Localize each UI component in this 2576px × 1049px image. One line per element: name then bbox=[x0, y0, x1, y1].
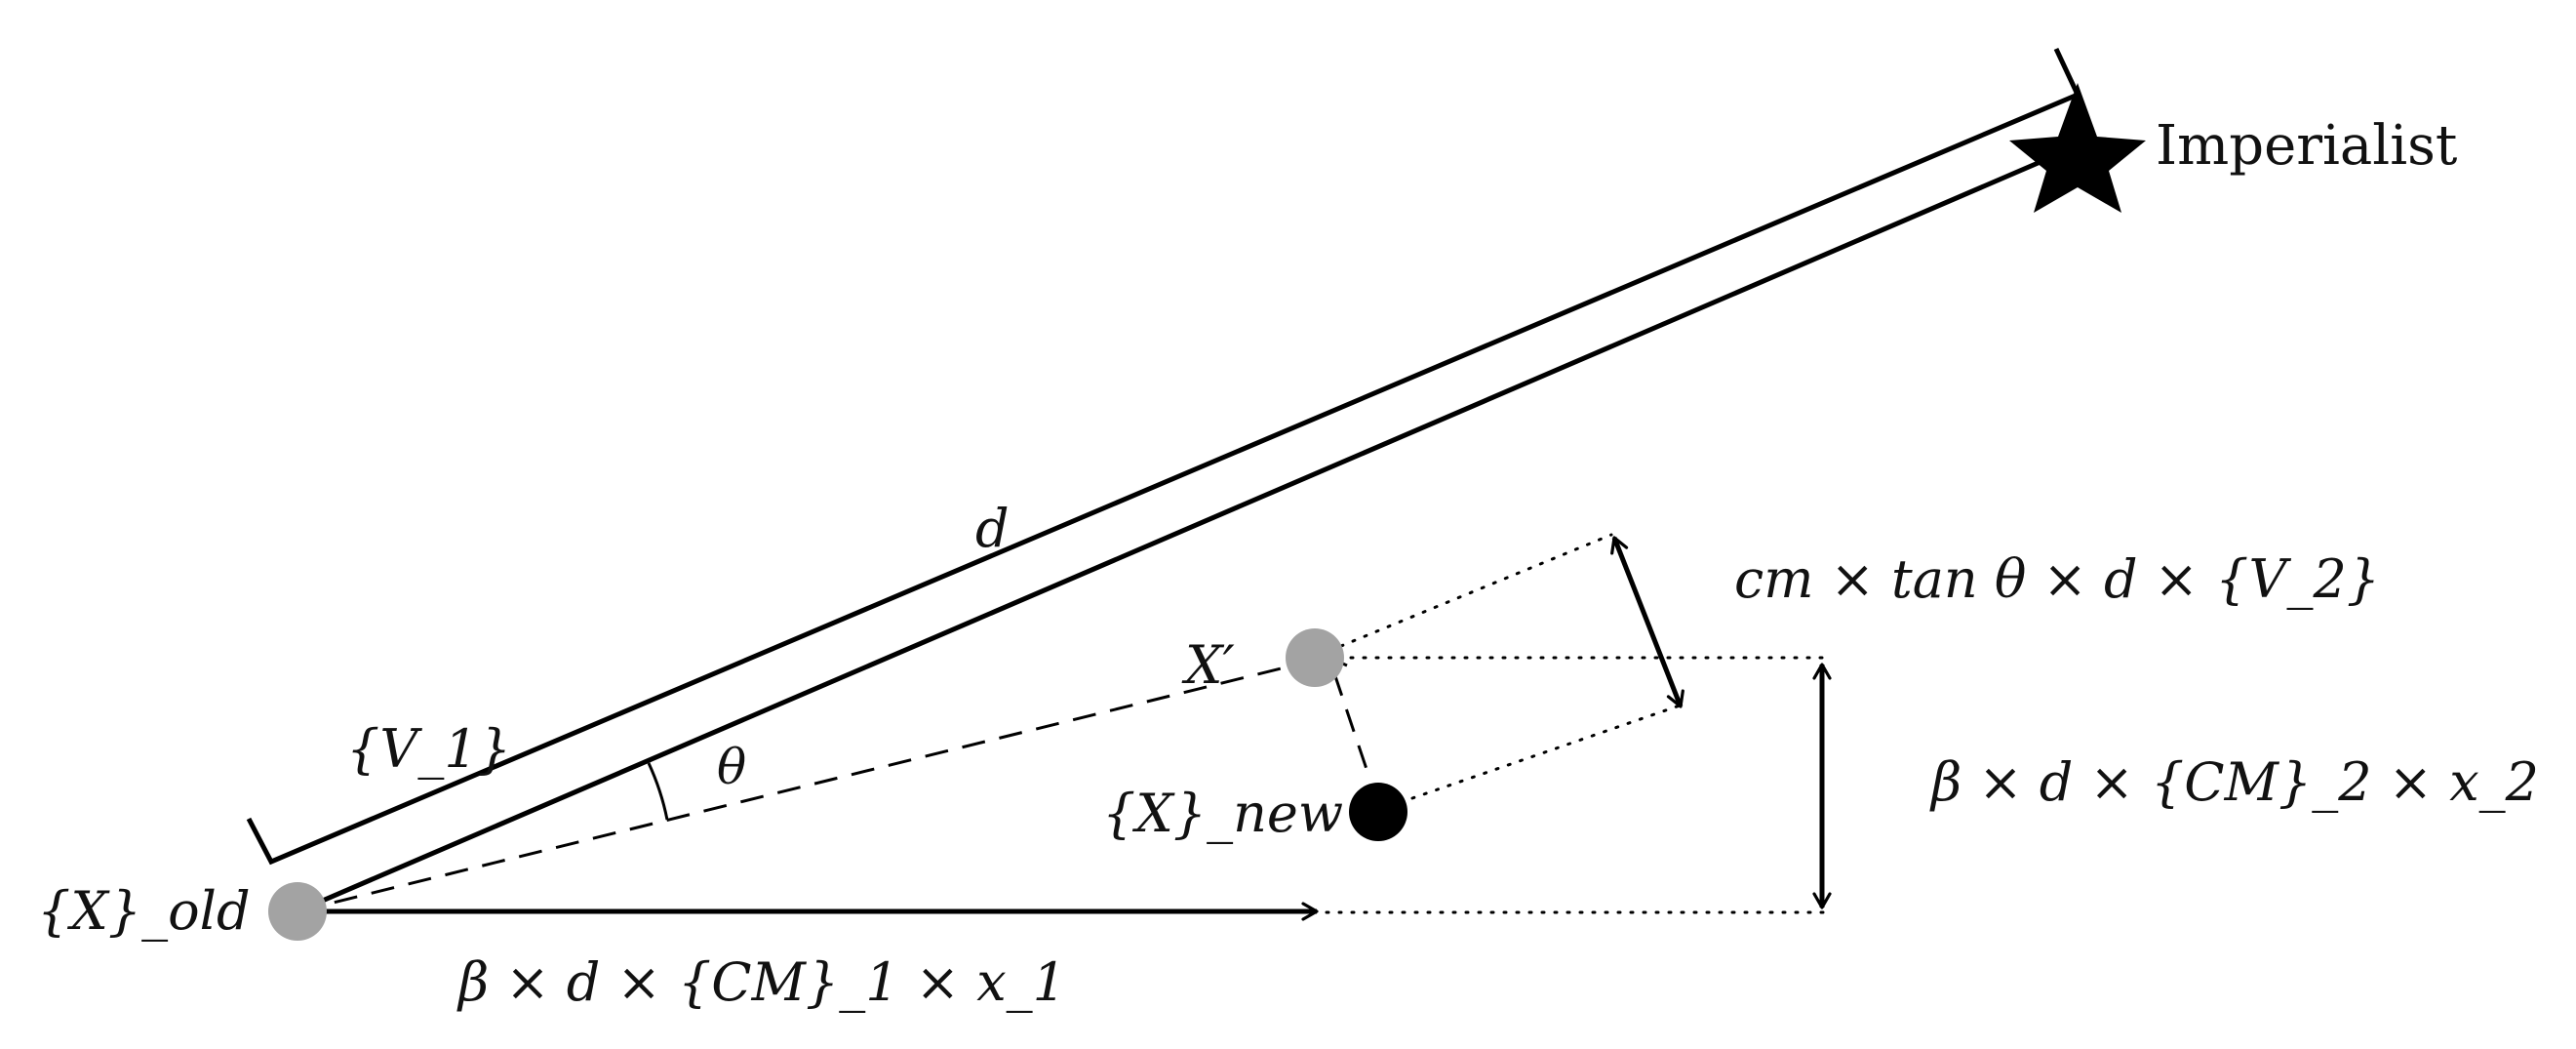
term-x2-label: β × d × {CM}_2 × x_2 bbox=[1929, 751, 2539, 813]
point-x-new bbox=[1349, 783, 1407, 841]
direction-line bbox=[297, 152, 2057, 914]
dashed-line-to-xprime bbox=[297, 658, 1318, 913]
distance-bracket bbox=[246, 47, 2081, 866]
theta-label: θ bbox=[717, 739, 746, 795]
dotted-guides bbox=[1325, 533, 1826, 914]
dashed-line-xprime-to-new bbox=[1332, 672, 1372, 782]
term-v2-label: cm × tan θ × d × {V_2} bbox=[1734, 548, 2380, 610]
arrow-v2 bbox=[1610, 536, 1684, 708]
point-x-old bbox=[268, 882, 327, 941]
x-new-label: {X}_new bbox=[1102, 783, 1343, 844]
x-old-label: {X}_old bbox=[37, 880, 251, 942]
dotted-guide-upper-diagonal bbox=[1339, 533, 1613, 648]
term-x1-label: β × d × {CM}_1 × x_1 bbox=[456, 951, 1066, 1013]
x-prime-label: X′ bbox=[1181, 634, 1235, 696]
star-icon bbox=[2009, 83, 2146, 213]
imperialist-label: Imperialist bbox=[2156, 114, 2458, 178]
theta-arc bbox=[647, 762, 669, 821]
point-x-prime bbox=[1286, 628, 1344, 687]
dotted-guide-lower-diagonal bbox=[1410, 704, 1682, 800]
dashed-lines bbox=[297, 658, 1372, 913]
v1-label: {V_1} bbox=[346, 718, 511, 780]
distance-label: d bbox=[975, 498, 1010, 559]
